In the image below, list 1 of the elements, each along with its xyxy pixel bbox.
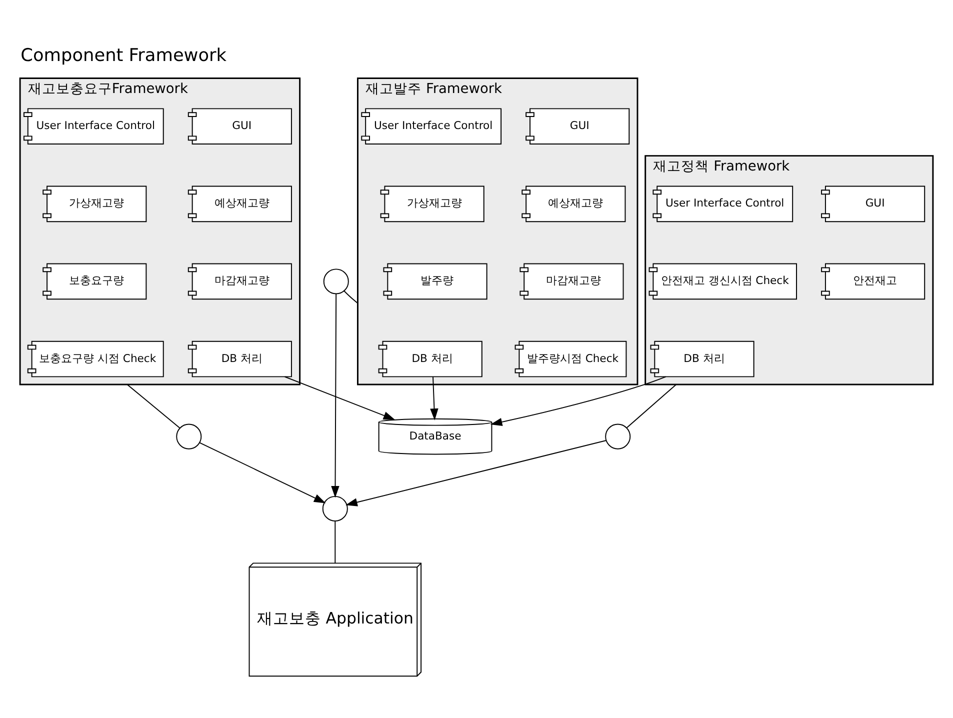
diagram-title: Component Framework <box>20 45 227 66</box>
